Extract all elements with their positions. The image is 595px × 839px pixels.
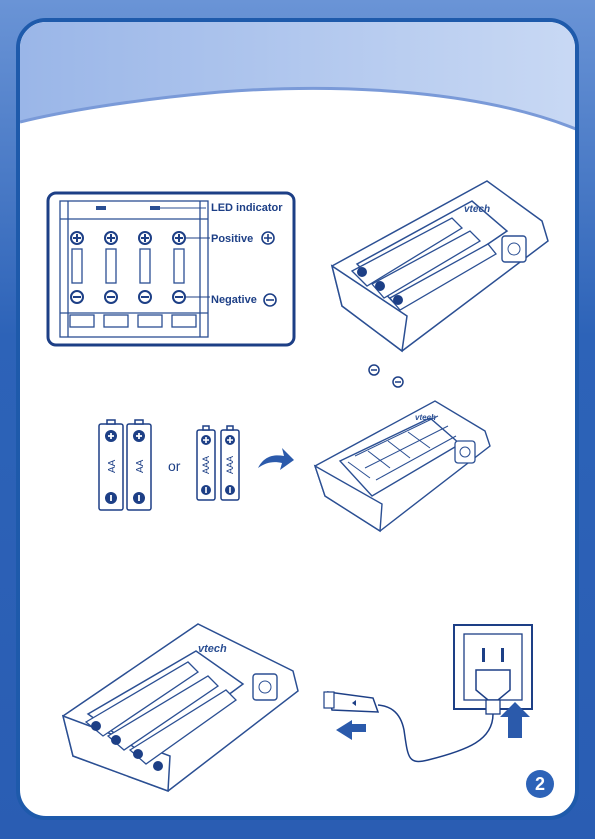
aaa-batteries: AAA AAA — [196, 425, 240, 501]
negative-symbol-icon — [263, 293, 277, 307]
minus-icon — [70, 290, 186, 304]
minus-icon — [392, 376, 404, 388]
charger-empty-middle: vtech — [313, 400, 491, 533]
polarity-hint — [368, 364, 404, 388]
aa-label-2: AA — [135, 459, 146, 473]
led-indicator-label: LED indicator — [211, 202, 283, 214]
charger-with-batteries-top: vtech — [330, 180, 549, 353]
page-number-badge: 2 — [526, 770, 554, 798]
brand-logo-bottom: vtech — [198, 643, 227, 655]
arrow-up-icon — [500, 702, 530, 738]
aa-batteries: AA AA — [98, 419, 152, 511]
wall-socket-and-plug — [323, 624, 533, 763]
brand-logo-top: vtech — [464, 204, 490, 215]
arrow-right-icon — [258, 448, 294, 470]
charger-with-batteries-bottom: vtech — [61, 623, 299, 793]
positive-symbol-icon — [261, 231, 275, 245]
minus-icon — [368, 364, 380, 376]
positive-label: Positive — [211, 233, 254, 245]
compartment-diagram — [46, 191, 296, 347]
header-wave — [20, 22, 575, 131]
aa-label-1: AA — [107, 459, 118, 473]
brand-logo-middle: vtech — [415, 413, 436, 422]
or-label: or — [168, 458, 181, 474]
aaa-label-2: AAA — [225, 456, 235, 474]
plus-icon — [70, 231, 186, 245]
negative-label: Negative — [211, 294, 257, 306]
arrow-left-icon — [336, 720, 366, 740]
aaa-label-1: AAA — [201, 456, 211, 474]
